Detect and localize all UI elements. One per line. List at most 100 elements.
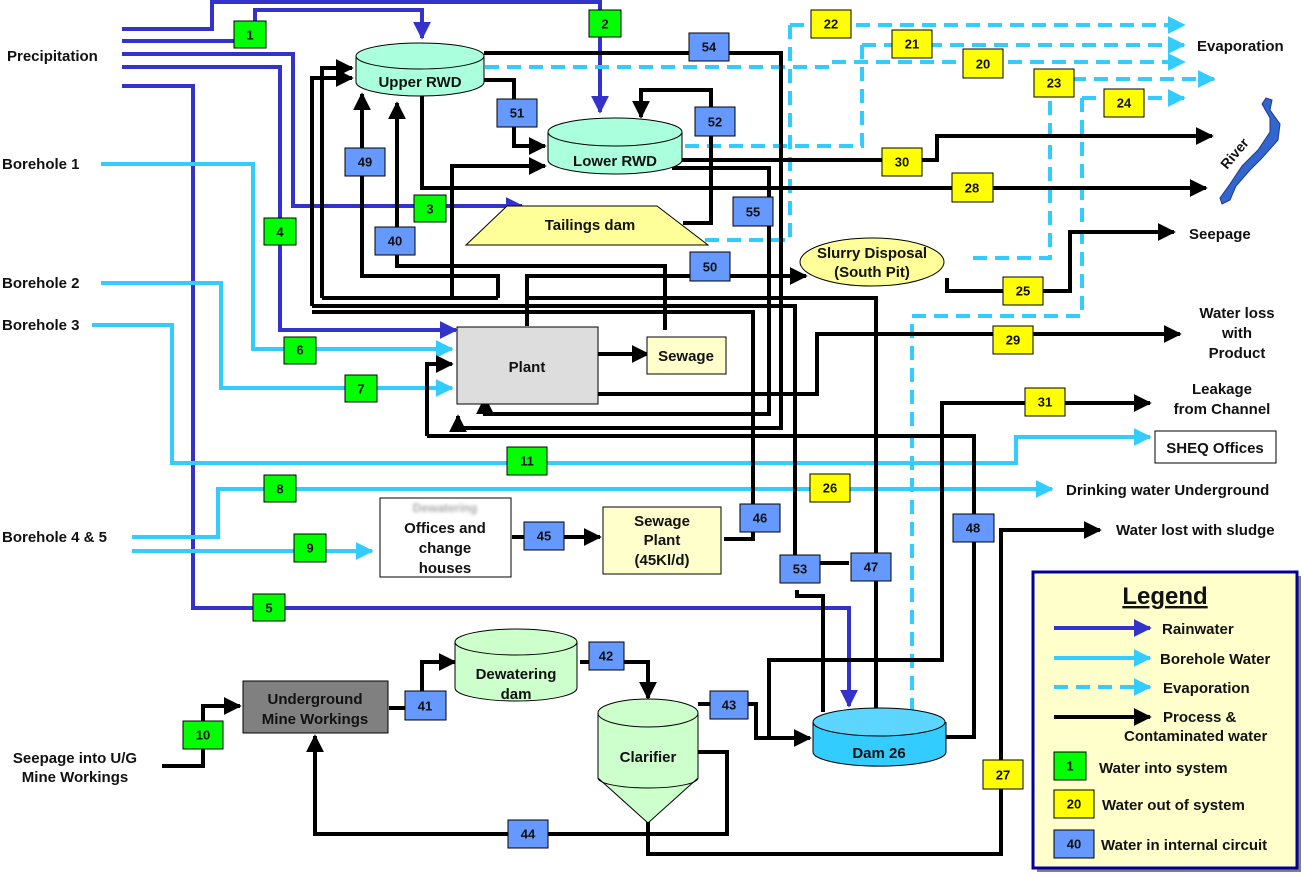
legend-borehole: Borehole Water [1054, 649, 1270, 668]
tag-6[interactable]: 6 [283, 336, 317, 365]
tag-25[interactable]: 25 [1002, 276, 1044, 306]
offices-node[interactable]: Dewatering Offices and change houses [379, 497, 512, 578]
tag-box [891, 29, 933, 59]
tag-number: 9 [306, 541, 313, 556]
tag-51[interactable]: 51 [496, 98, 538, 128]
tag-45[interactable]: 45 [523, 521, 565, 551]
tag-box [850, 552, 892, 582]
tag-31[interactable]: 31 [1024, 387, 1066, 417]
river-icon [1219, 97, 1281, 205]
tag-3[interactable]: 3 [413, 194, 447, 223]
plant-node[interactable]: Plant [456, 326, 599, 405]
tag-21[interactable]: 21 [891, 29, 933, 59]
tag-box [344, 374, 378, 403]
tag-52[interactable]: 52 [694, 106, 736, 137]
tag-23[interactable]: 23 [1033, 68, 1075, 98]
tag-29[interactable]: 29 [992, 325, 1034, 355]
tag-2[interactable]: 2 [588, 9, 622, 38]
dam26-node[interactable]: Dam 26 [812, 707, 947, 767]
legend-rainwater: Rainwater [1054, 619, 1234, 638]
sewage-plant-node[interactable]: Sewage Plant (45Kl/d) [602, 506, 722, 575]
tag-53[interactable]: 53 [779, 554, 821, 584]
tag-box [694, 106, 736, 137]
legend-in: 1 [1053, 751, 1087, 781]
tag-box [1053, 789, 1095, 819]
tag-9[interactable]: 9 [293, 533, 327, 563]
legend-internal-label: Water in internal circuit [1101, 837, 1267, 854]
tag-24[interactable]: 24 [1103, 88, 1145, 118]
sewage-node[interactable]: Sewage [646, 336, 727, 375]
tag-44[interactable]: 44 [507, 819, 549, 849]
tag-55[interactable]: 55 [732, 196, 774, 227]
tag-40[interactable]: 40 [374, 226, 416, 256]
tag-box [992, 325, 1034, 355]
dewatering-label-2: dam [501, 686, 532, 703]
tag-box [1053, 751, 1087, 781]
underground-mine-node[interactable]: Underground Mine Workings [242, 680, 389, 734]
seepage-ug-label-1: Seepage into U/G [13, 750, 137, 767]
upper-rwd-node[interactable]: Upper RWD [355, 42, 485, 97]
tag-box [709, 690, 749, 720]
tag-50[interactable]: 50 [689, 251, 731, 282]
sewage-label: Sewage [658, 348, 714, 365]
loss-product-label-1: Water loss [1199, 305, 1274, 322]
tag-number: 45 [537, 529, 551, 544]
tag-7[interactable]: 7 [344, 374, 378, 403]
tag-number: 4 [276, 225, 284, 240]
tag-box [881, 147, 923, 177]
legend-in-label: Water into system [1099, 760, 1228, 777]
tag-27[interactable]: 27 [982, 759, 1024, 790]
leakage-label-1: Leakage [1192, 381, 1252, 398]
tag-43[interactable]: 43 [709, 690, 749, 720]
seepage-ug-label-2: Mine Workings [22, 769, 128, 786]
tailings-dam-node[interactable]: Tailings dam [464, 205, 710, 246]
offices-label-3: houses [419, 560, 472, 577]
sheq-offices-node[interactable]: SHEQ Offices [1154, 430, 1277, 464]
tag-30[interactable]: 30 [881, 147, 923, 177]
tag-46[interactable]: 46 [739, 503, 781, 533]
tag-28[interactable]: 28 [951, 172, 994, 203]
tag-number: 7 [357, 382, 364, 397]
tag-box [732, 196, 774, 227]
tag-5[interactable]: 5 [252, 593, 286, 622]
evaporation-sink-label: Evaporation [1197, 38, 1284, 55]
tag-20[interactable]: 20 [962, 48, 1004, 79]
tag-4[interactable]: 4 [263, 217, 297, 246]
ug-label-2: Mine Workings [262, 711, 368, 728]
sheq-label: SHEQ Offices [1166, 440, 1264, 457]
tag-22[interactable]: 22 [810, 9, 852, 39]
tag-42[interactable]: 42 [588, 641, 625, 671]
tag-54[interactable]: 54 [688, 32, 730, 62]
tag-11[interactable]: 11 [506, 446, 548, 476]
tag-box [263, 474, 297, 503]
tag-41[interactable]: 41 [404, 690, 447, 721]
svg-text:Evaporation: Evaporation [1163, 680, 1250, 697]
sewage-plant-label-1: Sewage [634, 513, 690, 530]
dewatering-dam-node[interactable]: Dewatering dam [454, 628, 578, 703]
tag-1[interactable]: 1 [233, 20, 267, 49]
tag-number: 3 [426, 202, 433, 217]
tag-number: 24 [1117, 96, 1132, 111]
tag-8[interactable]: 8 [263, 474, 297, 503]
tag-10[interactable]: 10 [182, 720, 224, 750]
flow-tags: 1 2 3 4 5 6 7 8 9 10 11 20 21 22 23 24 2… [182, 9, 1145, 849]
lower-rwd-node[interactable]: Lower RWD [547, 117, 683, 175]
tag-box [293, 533, 327, 563]
leakage-label-2: from Channel [1174, 401, 1271, 418]
tag-box [263, 217, 297, 246]
slurry-disposal-node[interactable]: Slurry Disposal (South Pit) [799, 237, 945, 287]
tag-49[interactable]: 49 [344, 147, 386, 177]
tag-number: 52 [708, 115, 722, 130]
borehole45-label: Borehole 4 & 5 [2, 529, 107, 546]
tag-48[interactable]: 48 [952, 513, 995, 543]
clarifier-node[interactable]: Clarifier [597, 698, 699, 824]
legend: Legend Rainwater Borehole Water Evaporat… [1031, 570, 1301, 872]
sewage-plant-label-2: Plant [644, 532, 681, 549]
tag-number: 23 [1047, 76, 1061, 91]
slurry-label-1: Slurry Disposal [817, 245, 927, 262]
tag-number: 42 [599, 649, 613, 664]
tag-47[interactable]: 47 [850, 552, 892, 582]
tag-26[interactable]: 26 [809, 473, 851, 503]
tag-number: 30 [895, 155, 909, 170]
dewatering-label-1: Dewatering [476, 666, 557, 683]
